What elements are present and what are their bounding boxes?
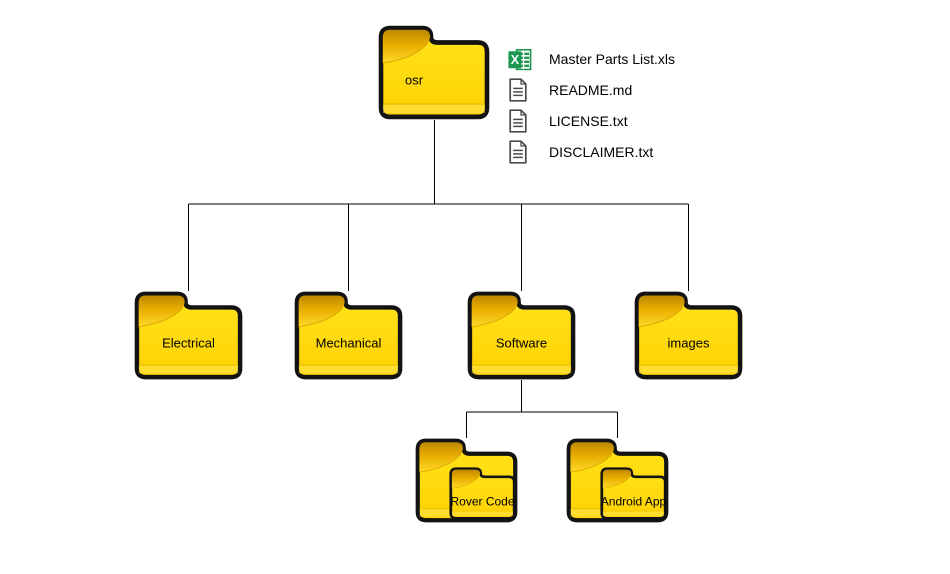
svg-text:X: X [511, 53, 520, 67]
folder-node-rover-code[interactable]: Rover Code [415, 438, 518, 523]
excel-file-icon: X [508, 47, 532, 71]
document-icon [508, 140, 532, 164]
document-icon [508, 78, 532, 102]
nested-folder-icon: Rover Code [449, 467, 516, 520]
root-file-list: X Master Parts List.xls README.md [508, 47, 675, 171]
file-name: DISCLAIMER.txt [549, 144, 654, 160]
folder-node-mechanical[interactable]: Mechanical [294, 291, 403, 380]
document-icon [508, 109, 532, 133]
folder-icon [134, 291, 243, 380]
file-name: README.md [549, 82, 633, 98]
folder-icon [378, 25, 490, 120]
file-row[interactable]: X Master Parts List.xls [508, 47, 675, 71]
folder-node-osr[interactable]: osr [378, 25, 490, 120]
folder-icon [634, 291, 743, 380]
nested-folder-icon: Android App [600, 467, 667, 520]
folder-node-software[interactable]: Software [467, 291, 576, 380]
file-row[interactable]: README.md [508, 78, 675, 102]
folder-icon [467, 291, 576, 380]
folder-node-electrical[interactable]: Electrical [134, 291, 243, 380]
file-name: LICENSE.txt [549, 113, 628, 129]
folder-node-android-app[interactable]: Android App [566, 438, 669, 523]
file-row[interactable]: DISCLAIMER.txt [508, 140, 675, 164]
file-name: Master Parts List.xls [549, 51, 676, 67]
file-row[interactable]: LICENSE.txt [508, 109, 675, 133]
folder-node-images[interactable]: images [634, 291, 743, 380]
folder-icon [294, 291, 403, 380]
